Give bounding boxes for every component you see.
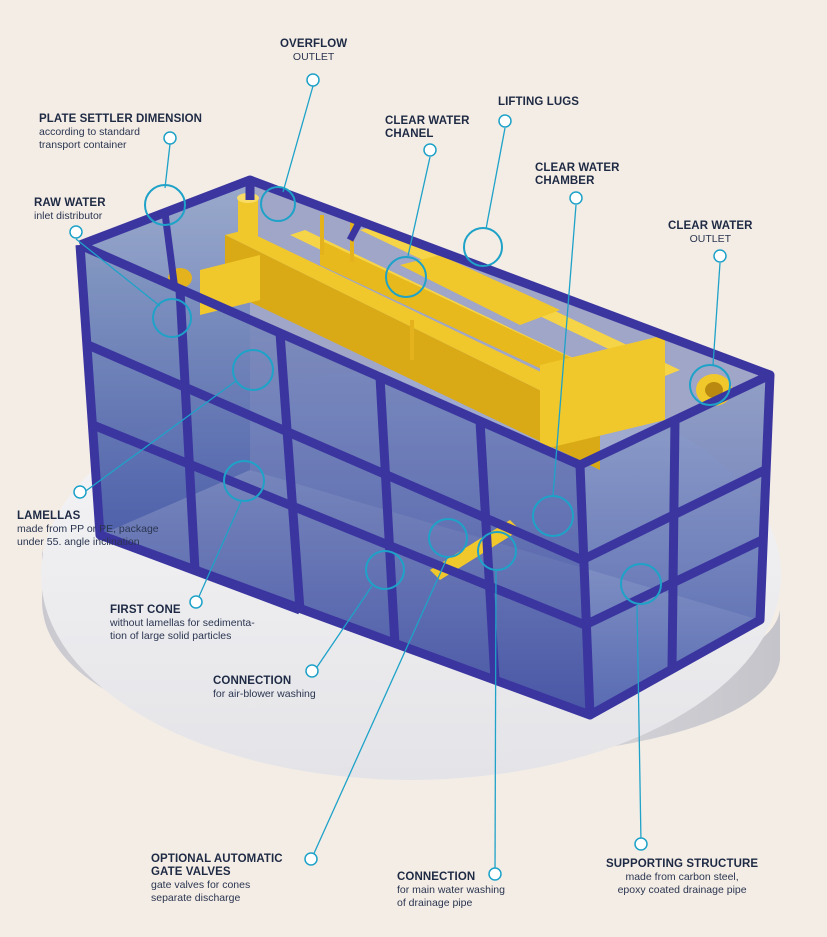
lamellas-sub2: under 55. angle inclination — [17, 536, 140, 548]
connection-air-title: CONNECTION — [213, 675, 292, 687]
lamellas-sub1: made from PP or PE, package — [17, 523, 159, 535]
label-clear-water-chanel: CLEAR WATER CHANEL — [385, 115, 470, 141]
connection-main-sub2: of drainage pipe — [397, 897, 473, 909]
label-plate-settler: PLATE SETTLER DIMENSION according to sta… — [39, 113, 202, 152]
marker-gate-valves — [428, 518, 468, 558]
clear-water-channels — [168, 193, 732, 580]
label-raw-water: RAW WATER inlet distributor — [34, 197, 106, 223]
lamellas-title: LAMELLAS — [17, 510, 81, 522]
plate-settler-sub2: transport container — [39, 139, 127, 151]
marker-lifting-lugs — [463, 227, 503, 267]
plate-settler-sub1: according to standard — [39, 126, 140, 138]
clear-water-outlet-title: CLEAR WATER — [668, 220, 753, 232]
connection-air-sub: for air-blower washing — [213, 688, 316, 700]
clear-water-chanel-title1: CLEAR WATER — [385, 115, 470, 127]
supporting-sub2: epoxy coated drainage pipe — [617, 884, 747, 896]
marker-overflow — [260, 186, 296, 222]
label-first-cone: FIRST CONE without lamellas for sediment… — [110, 604, 255, 643]
marker-clear-water-chanel — [385, 256, 427, 298]
first-cone-title: FIRST CONE — [110, 604, 181, 616]
marker-clear-water-chamber — [532, 495, 574, 537]
clear-water-chamber-title2: CHAMBER — [535, 175, 595, 187]
gate-valves-sub1: gate valves for cones — [151, 879, 251, 891]
marker-connection-main — [477, 531, 517, 571]
label-clear-water-outlet: CLEAR WATER OUTLET — [668, 220, 753, 246]
label-connection-main: CONNECTION for main water washing of dra… — [397, 871, 505, 910]
connection-main-sub1: for main water washing — [397, 884, 505, 896]
gate-valves-title2: GATE VALVES — [151, 866, 231, 878]
gate-valves-sub2: separate discharge — [151, 892, 241, 904]
label-connection-air: CONNECTION for air-blower washing — [213, 675, 316, 701]
marker-first-cone — [223, 460, 265, 502]
clear-water-chanel-title2: CHANEL — [385, 128, 434, 140]
label-lifting-lugs: LIFTING LUGS — [498, 96, 579, 109]
supporting-sub1: made from carbon steel, — [625, 871, 739, 883]
lifting-lugs-title: LIFTING LUGS — [498, 96, 580, 108]
callout-end-dots — [69, 73, 727, 881]
marker-connection-air — [365, 550, 405, 590]
plate-settler-title: PLATE SETTLER DIMENSION — [39, 113, 203, 125]
callout-lines — [75, 85, 721, 876]
clear-water-chamber-title1: CLEAR WATER — [535, 162, 620, 174]
label-overflow: OVERFLOW OUTLET — [280, 38, 347, 64]
label-supporting: SUPPORTING STRUCTURE made from carbon st… — [606, 858, 758, 897]
raw-water-sub: inlet distributor — [34, 210, 103, 222]
overflow-title: OVERFLOW — [280, 38, 348, 50]
marker-plate-settler — [144, 184, 186, 226]
first-cone-sub1: without lamellas for sedimenta- — [110, 617, 255, 629]
raw-water-title: RAW WATER — [34, 197, 106, 209]
overflow-sub: OUTLET — [292, 51, 335, 63]
marker-clear-water-outlet — [689, 364, 731, 406]
marker-supporting — [620, 563, 662, 605]
connection-main-title: CONNECTION — [397, 871, 476, 883]
supporting-title: SUPPORTING STRUCTURE — [606, 858, 759, 870]
gate-valves-title1: OPTIONAL AUTOMATIC — [151, 853, 283, 865]
label-clear-water-chamber: CLEAR WATER CHAMBER — [535, 162, 620, 188]
first-cone-sub2: tion of large solid particles — [110, 630, 232, 642]
callout-markers — [144, 184, 731, 605]
clear-water-outlet-sub: OUTLET — [689, 233, 731, 245]
marker-raw-water — [152, 298, 192, 338]
label-gate-valves: OPTIONAL AUTOMATIC GATE VALVES gate valv… — [151, 853, 283, 905]
label-lamellas: LAMELLAS made from PP or PE, package und… — [17, 510, 159, 549]
supporting-frame — [75, 175, 775, 720]
marker-lamellas — [232, 349, 274, 391]
